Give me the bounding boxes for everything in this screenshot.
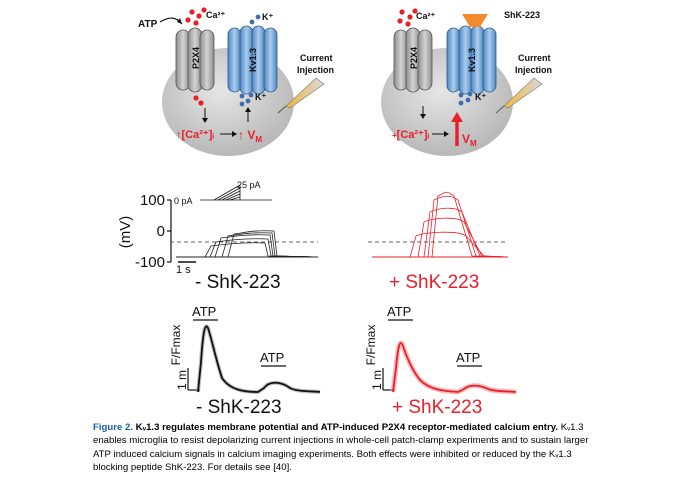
atp-label-2: ATP — [456, 350, 480, 365]
tick-0: 0 — [157, 223, 165, 240]
voltage-trace — [372, 195, 509, 258]
stim-start-label: 0 pA — [174, 196, 193, 206]
figure-title: Kᵥ1.3 regulates membrane potential and A… — [135, 422, 559, 433]
membrane-potential-text: VM — [462, 132, 477, 148]
time-scale-label: 1 s — [176, 264, 191, 276]
potassium-label-inner: K⁺ — [255, 92, 266, 102]
voltage-trace — [200, 230, 319, 258]
voltage-trace — [372, 191, 509, 258]
schematic-shk223: P2X4 Kv1.3 ShK-223 Ca²⁺ K⁺ +[Ca²⁺]ᵢ VM — [381, 8, 552, 156]
caption-body: Kᵥ1.3 enables microglia to resist depola… — [93, 422, 589, 474]
y-axis-label: F/Fmax — [364, 325, 378, 366]
condition-label-shk223: + ShK-223 — [389, 272, 479, 293]
voltage-traces-shk223 — [372, 191, 509, 258]
condition-label-control: - ShK-223 — [196, 397, 282, 418]
figure-panel: P2X4 Kv1.3 ATP Ca²⁺ K⁺ K⁺ — [117, 7, 552, 418]
atp-label: ATP — [138, 19, 158, 30]
calcium-ions-icon — [397, 8, 418, 27]
potassium-ions-icon — [458, 91, 473, 106]
calcium-trace-shk223 — [390, 340, 517, 395]
membrane-potential-text: ↑ VM — [238, 128, 262, 144]
vm-increase-arrow-icon — [451, 112, 463, 122]
ephys-panel-shk223: + ShK-223 — [368, 191, 509, 293]
atp-label-1: ATP — [387, 304, 411, 319]
stimulus-protocol — [200, 184, 272, 201]
kv13-label: Kv1.3 — [248, 48, 258, 72]
pipette-icon — [277, 77, 325, 114]
scale-label: 1 m — [175, 370, 189, 390]
voltage-trace — [200, 234, 319, 258]
calcium-trace — [197, 325, 321, 393]
calcium-ions-icon — [185, 7, 207, 106]
atp-label-1: ATP — [192, 304, 216, 319]
potassium-label-top: K⁺ — [262, 12, 273, 22]
figure-caption: Figure 2. Kᵥ1.3 regulates membrane poten… — [93, 421, 593, 475]
tick-100: 100 — [140, 192, 165, 209]
voltage-trace — [372, 231, 509, 258]
toxin-label: ShK-223 — [504, 10, 540, 20]
potassium-ions-icon — [239, 14, 261, 107]
calcium-trace-control — [196, 324, 321, 395]
voltage-traces-control — [176, 230, 319, 258]
voltage-trace — [372, 217, 509, 258]
tick-neg100: -100 — [135, 254, 165, 271]
y-axis-label: (mV) — [117, 216, 134, 249]
p2x4-channel-icon: P2X4 — [393, 27, 433, 93]
calcium-label: Ca²⁺ — [416, 11, 436, 21]
ephys-panel-control: (mV) 100 0 -100 0 pA 25 pA 1 s - ShK-223 — [117, 180, 319, 293]
calcium-label: Ca²⁺ — [206, 10, 226, 20]
kv13-label: Kv1.3 — [467, 48, 477, 72]
atp-label-2: ATP — [260, 350, 284, 365]
current-injection-label-2: Injection — [297, 65, 334, 75]
calcium-panel-shk223: ATP ATP F/Fmax 1 m + ShK-223 — [364, 304, 517, 418]
y-axis-label: F/Fmax — [169, 325, 183, 366]
voltage-trace — [200, 242, 319, 258]
pipette-icon — [495, 77, 543, 114]
intracellular-calcium-text: ↑[Ca²⁺]ᵢ — [176, 129, 214, 141]
current-injection-label-1: Current — [300, 53, 333, 63]
shk223-toxin-icon — [462, 14, 488, 27]
calcium-trace — [392, 342, 517, 393]
kv13-channel-icon: Kv1.3 — [446, 25, 497, 95]
current-injection-label-1: Current — [518, 53, 551, 63]
intracellular-calcium-text: +[Ca²⁺]ᵢ — [392, 129, 430, 141]
scale-label: 1 m — [370, 370, 384, 390]
condition-label-shk223: + ShK-223 — [392, 397, 482, 418]
p2x4-label: P2X4 — [409, 47, 419, 69]
p2x4-channel-icon: P2X4 — [175, 27, 215, 93]
potassium-label-inner: K⁺ — [475, 92, 486, 102]
schematic-control: P2X4 Kv1.3 ATP Ca²⁺ K⁺ K⁺ — [138, 7, 334, 156]
stim-end-label: 25 pA — [237, 180, 261, 190]
voltage-trace — [200, 238, 319, 258]
voltage-trace — [200, 232, 319, 258]
calcium-panel-control: ATP ATP F/Fmax 1 m - ShK-223 — [169, 304, 321, 418]
figure-number: Figure 2. — [93, 422, 133, 433]
current-injection-label-2: Injection — [515, 65, 552, 75]
kv13-channel-icon: Kv1.3 — [227, 25, 278, 95]
p2x4-label: P2X4 — [191, 47, 201, 69]
condition-label-control: - ShK-223 — [195, 272, 281, 293]
